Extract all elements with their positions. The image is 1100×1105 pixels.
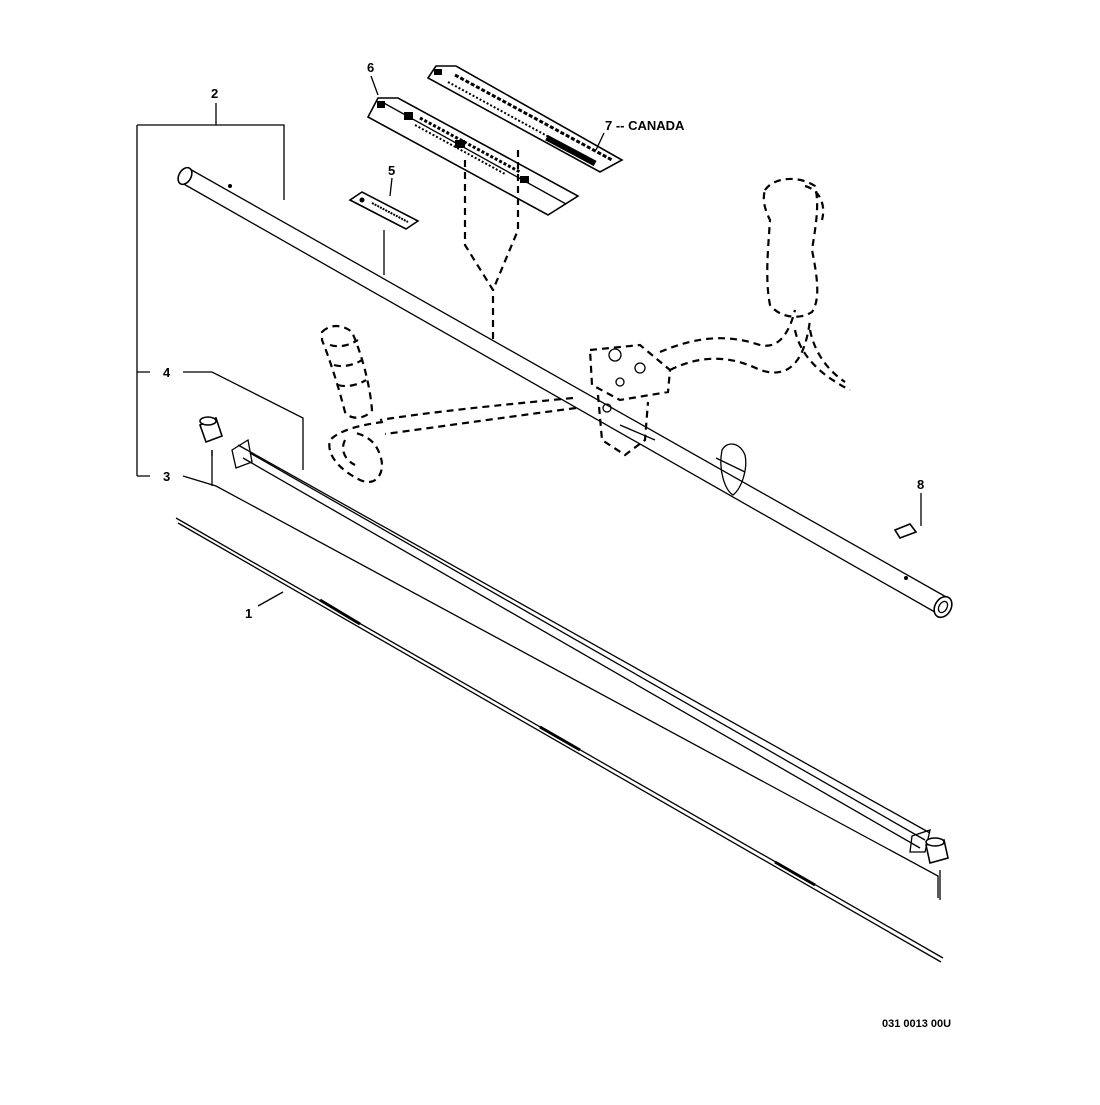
callout-3: 3 <box>163 469 170 484</box>
leader-lines <box>136 75 941 900</box>
handlebar-outline <box>320 177 851 496</box>
callout-5: 5 <box>388 163 395 178</box>
drive-tube <box>177 166 953 619</box>
callout-6: 6 <box>367 60 374 75</box>
liner <box>231 438 931 853</box>
callout-1: 1 <box>245 606 252 621</box>
callout-4: 4 <box>163 365 171 380</box>
decal-8 <box>893 523 918 539</box>
reference-code: 031 0013 00U <box>882 1018 951 1030</box>
handle-bracket <box>588 343 672 457</box>
bushing-left <box>198 416 224 444</box>
callout-7: 7 -- CANADA <box>605 118 685 133</box>
decal-5 <box>348 191 420 230</box>
bushing-right <box>925 837 949 864</box>
decal-6 <box>366 97 580 216</box>
drive-shaft <box>175 517 944 963</box>
decal-7 <box>426 65 624 173</box>
callout-2: 2 <box>211 86 218 101</box>
callout-8: 8 <box>917 477 924 492</box>
